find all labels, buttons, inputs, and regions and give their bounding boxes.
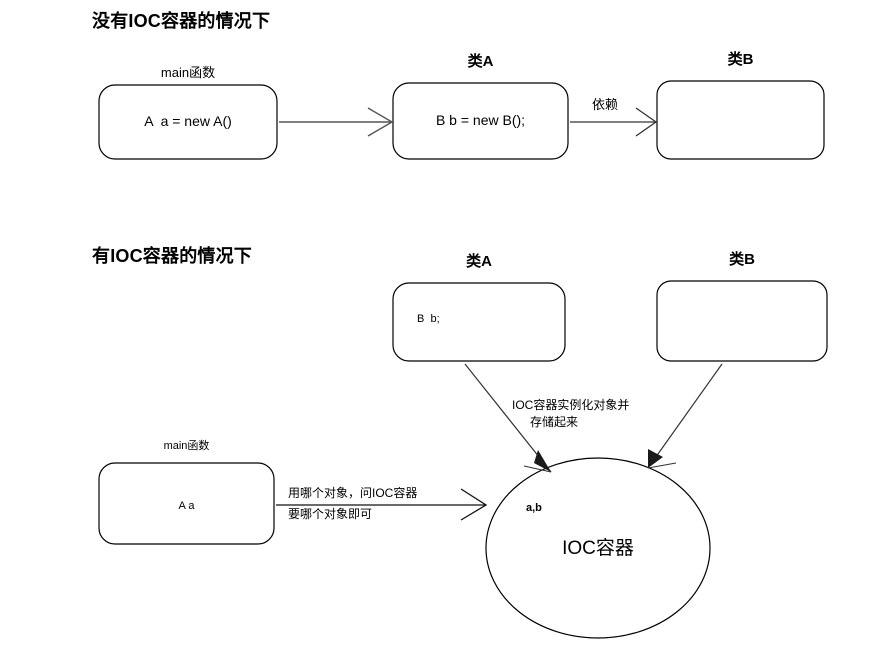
node-caption-main-function-1: main函数 (160, 65, 216, 80)
node-caption-main-function-2: main函数 (163, 440, 210, 452)
section-title-with-ioc: 有IOC容器的情况下 (92, 246, 253, 266)
node-body-class-a-1: B b = new B(); (435, 112, 526, 128)
edge-label-ask-container-line1: 用哪个对象，问IOC容器 (288, 486, 418, 500)
edge-label-dependency: 依赖 (591, 97, 618, 112)
ioc-container-title: IOC容器 (562, 538, 634, 559)
node-caption-class-a-1: 类A (467, 53, 494, 70)
ioc-container-items: a,b (526, 502, 542, 514)
edge-label-ask-container-line2: 要哪个对象即可 (288, 507, 373, 521)
node-body-main-function-2: A a (178, 500, 195, 512)
node-body-main-function-1: A a = new A() (144, 113, 232, 129)
node-caption-class-a-2: 类A (466, 253, 492, 270)
node-body-class-a-2: B b; (417, 313, 440, 325)
node-caption-class-b-1: 类B (727, 51, 754, 68)
node-caption-class-b-2: 类B (729, 251, 755, 268)
node-class-b-box-2 (656, 280, 828, 362)
section-title-without-ioc: 没有IOC容器的情况下 (92, 11, 271, 31)
edge-label-instantiate-line2: 存储起来 (530, 415, 579, 429)
edge-label-instantiate-line1: IOC容器实例化对象并 (512, 398, 630, 412)
edge-main-to-class-a (279, 107, 394, 137)
edge-class-b-to-ioc (647, 363, 723, 469)
node-class-b-box-1 (656, 80, 825, 160)
